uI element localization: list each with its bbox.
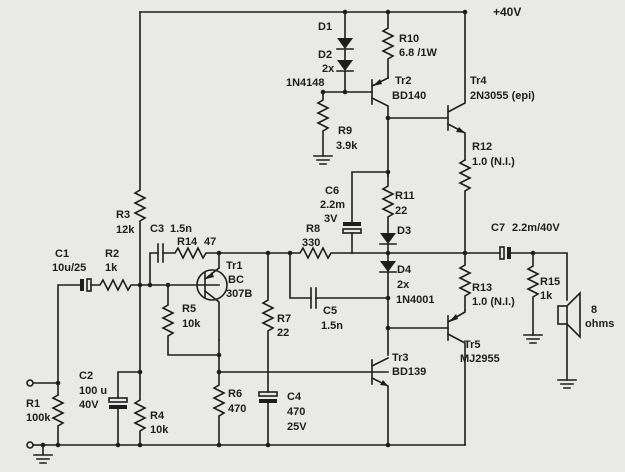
c1-ref: C1: [55, 248, 69, 260]
d3-ref: D3: [397, 225, 411, 237]
resistor-r5: [161, 282, 220, 356]
d4-qty: 2x: [397, 279, 410, 291]
r5-val: 10k: [182, 318, 201, 330]
tr1-type2: 307B: [226, 288, 252, 300]
r15-ref: R15: [540, 276, 560, 288]
capacitor-c6: [342, 169, 391, 254]
tr4-type: 2N3055 (epi): [470, 90, 535, 102]
d1-d2-r9: [313, 11, 373, 165]
tr1-type1: BC: [228, 274, 244, 286]
output-stage: [387, 158, 501, 311]
transistor-tr3: [370, 325, 449, 446]
c5-val: 1.5n: [321, 320, 343, 332]
c6-val2: 3V: [324, 213, 338, 225]
ground-rail: [33, 442, 466, 464]
r6-ref: R6: [228, 388, 242, 400]
transistor-tr5: [446, 309, 466, 446]
d1-ref: D1: [318, 21, 332, 33]
c5-ref: C5: [323, 305, 337, 317]
c2-val1: 100 u: [79, 385, 107, 397]
c4-val2: 25V: [287, 421, 307, 433]
tr5-type: MJ2955: [460, 353, 500, 365]
r7-c4: [258, 252, 278, 446]
r4-ref: R4: [150, 410, 165, 422]
r12-val: 1.0 (N.I.): [472, 156, 515, 168]
r7-ref: R7: [277, 313, 291, 325]
r14-val: 47: [204, 236, 216, 248]
speaker-val1: 8: [591, 304, 597, 316]
tr5-ref: Tr5: [464, 339, 481, 351]
c4-val1: 470: [287, 406, 305, 418]
transistor-tr2: [370, 76, 449, 177]
r15-val: 1k: [540, 290, 553, 302]
capacitor-c5: [289, 252, 391, 309]
r1-val: 100k: [26, 412, 51, 424]
r9-ref: R9: [338, 125, 352, 137]
transistor-tr1: [196, 266, 228, 341]
r4-val: 10k: [150, 424, 169, 436]
tr4-ref: Tr4: [470, 75, 487, 87]
supply-rail: [139, 9, 468, 15]
c6-val1: 2.2m: [320, 199, 345, 211]
transistor-tr4: [446, 11, 466, 161]
tr2-ref: Tr2: [395, 75, 412, 87]
c7-r15-speaker: [499, 246, 581, 389]
c2-val2: 40V: [79, 399, 99, 411]
c1-val: 10u/25: [52, 262, 86, 274]
c3-ref: C3: [150, 223, 164, 235]
r2-ref: R2: [105, 248, 119, 260]
r2-val: 1k: [105, 262, 118, 274]
tr3-type: BD139: [392, 366, 426, 378]
r11-val: 22: [395, 205, 407, 217]
c6-ref: C6: [325, 185, 339, 197]
r5-ref: R5: [182, 303, 196, 315]
r13-val: 1.0 (N.I.): [472, 296, 515, 308]
r10-ref: R10: [399, 33, 419, 45]
r8-ref: R8: [306, 223, 320, 235]
d4-type: 1N4001: [396, 294, 435, 306]
r14-ref: R14: [177, 236, 198, 248]
tr2-type: BD140: [392, 90, 426, 102]
c7-val: 2.2m/40V: [512, 222, 560, 234]
r10-val: 6.8 /1W: [399, 47, 438, 59]
r3-ref: R3: [116, 209, 130, 221]
c3-r14: [149, 243, 271, 286]
r7-val: 22: [277, 327, 289, 339]
tr3-ref: Tr3: [392, 352, 409, 364]
d2-type: 1N4148: [286, 77, 325, 89]
r8-val: 330: [302, 237, 320, 249]
r13-ref: R13: [472, 282, 492, 294]
resistor-r6: [212, 339, 389, 446]
r6-val: 470: [228, 403, 246, 415]
r3-val: 12k: [116, 224, 135, 236]
c2-ref: C2: [79, 370, 93, 382]
r1-ref: R1: [26, 398, 40, 410]
c4-ref: C4: [287, 391, 302, 403]
r12-ref: R12: [472, 141, 492, 153]
speaker-val2: ohms: [585, 318, 614, 330]
c3-val: 1.5n: [170, 223, 192, 235]
tr1-ref: Tr1: [226, 260, 243, 272]
d4-ref: D4: [397, 264, 412, 276]
resistor-r10: [381, 11, 395, 79]
d2-qty: 2x: [322, 63, 335, 75]
input-network: [26, 278, 220, 449]
capacitor-c2: [108, 371, 141, 446]
r9-val: 3.9k: [336, 140, 358, 152]
resistor-r8: [267, 246, 353, 260]
bias-divider: [133, 11, 147, 446]
r11-ref: R11: [395, 190, 415, 202]
c7-ref: C7: [491, 222, 505, 234]
supply-label: +40V: [493, 5, 521, 19]
d2-ref: D2: [318, 49, 332, 61]
